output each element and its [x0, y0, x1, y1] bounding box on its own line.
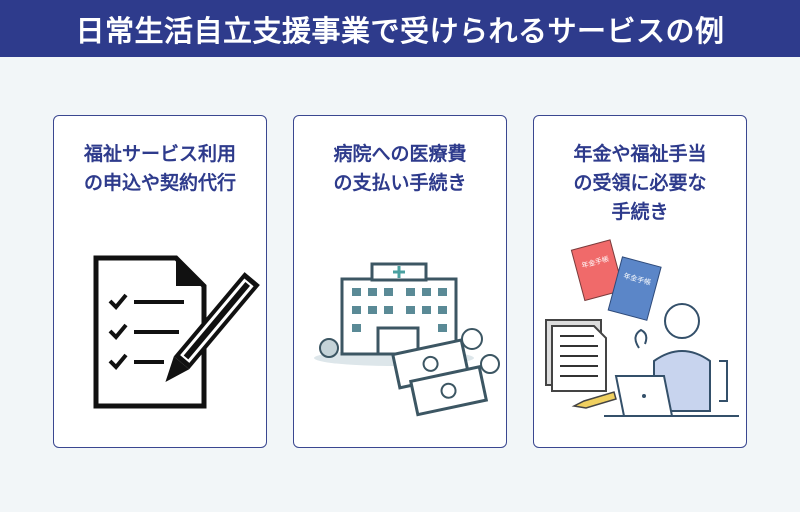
pension-book-blue: 年金手帳: [607, 256, 662, 321]
card-title-line: 年金や福祉手当: [573, 143, 707, 165]
page-title: 日常生活自立支援事業で受けられるサービスの例: [75, 13, 725, 48]
card-service-application: 福祉サービス利用 の申込や契約代行: [53, 115, 267, 448]
card-title: 病院への医療費 の支払い手続き: [294, 140, 506, 198]
hospital-money-icon: [314, 262, 500, 417]
card-medical-payment: 病院への医療費 の支払い手続き: [293, 115, 507, 448]
card-title-line: 手続き: [611, 201, 669, 223]
card-title-line: の申込や契約代行: [83, 172, 236, 194]
card-pension-procedure: 年金や福祉手当 の受領に必要な 手続き 年金手帳 年金手帳: [533, 115, 747, 448]
pension-book-red: 年金手帳: [570, 239, 625, 302]
checklist-pen-icon: [93, 255, 260, 409]
card-title-line: 病院への医療費: [333, 143, 467, 165]
card-title: 年金や福祉手当 の受領に必要な 手続き: [534, 140, 746, 227]
card-title: 福祉サービス利用 の申込や契約代行: [54, 140, 266, 198]
card-title-line: 福祉サービス利用: [83, 143, 236, 165]
header-banner: 日常生活自立支援事業で受けられるサービスの例: [0, 0, 800, 57]
card-title-line: の支払い手続き: [333, 172, 467, 194]
pension-procedure-icon: 年金手帳 年金手帳: [545, 239, 739, 417]
card-title-line: の受領に必要な: [573, 172, 707, 194]
